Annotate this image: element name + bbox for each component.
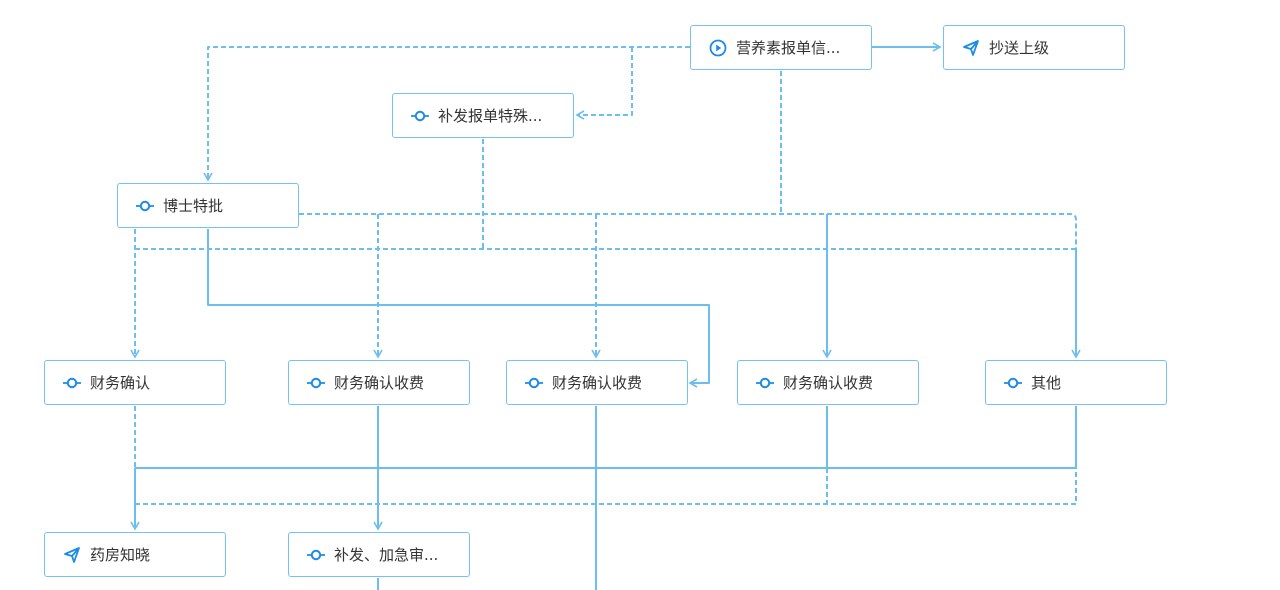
send-icon [62,545,82,565]
node-finance-fee-3-label: 财务确认收费 [783,374,874,392]
edge-start-to-phd [203,46,690,182]
node-icon [62,373,82,393]
node-icon [755,373,775,393]
node-finance-fee-2[interactable]: 财务确认收费 [506,360,688,405]
node-finance-fee-3[interactable]: 财务确认收费 [737,360,919,405]
node-reissue-urgent-label: 补发、加急审... [334,546,439,564]
node-start[interactable]: 营养素报单信... [690,25,872,70]
node-icon [135,196,155,216]
node-finance-fee-1-label: 财务确认收费 [334,374,425,392]
node-icon [306,545,326,565]
node-reissue-special-label: 补发报单特殊... [438,107,543,125]
node-icon [524,373,544,393]
node-pharmacy-notify-label: 药房知晓 [90,546,151,564]
node-finance-fee-2-label: 财务确认收费 [552,374,643,392]
node-phd-approval-label: 博士特批 [163,197,224,215]
node-cc-supervisor-label: 抄送上级 [989,39,1050,57]
node-icon [410,106,430,126]
node-reissue-special[interactable]: 补发报单特殊... [392,93,574,138]
send-icon [961,38,981,58]
node-finance-confirm-label: 财务确认 [90,374,151,392]
node-pharmacy-notify[interactable]: 药房知晓 [44,532,226,577]
node-finance-confirm[interactable]: 财务确认 [44,360,226,405]
node-reissue-urgent[interactable]: 补发、加急审... [288,532,470,577]
node-phd-approval[interactable]: 博士特批 [117,183,299,228]
edge-bottom-bus-solid [135,406,1077,469]
node-start-label: 营养素报单信... [736,39,841,57]
edge-phd-to-finance-fee-2 [207,229,710,388]
node-icon [1003,373,1023,393]
edge-bottom-bus-dashed [135,468,1077,505]
node-other-label: 其他 [1031,374,1062,392]
edge-top-bus [299,213,1077,249]
node-other[interactable]: 其他 [985,360,1167,405]
node-finance-fee-1[interactable]: 财务确认收费 [288,360,470,405]
play-circle-icon [708,38,728,58]
node-cc-supervisor[interactable]: 抄送上级 [943,25,1125,70]
node-icon [306,373,326,393]
edge-start-to-reissue [575,47,633,120]
